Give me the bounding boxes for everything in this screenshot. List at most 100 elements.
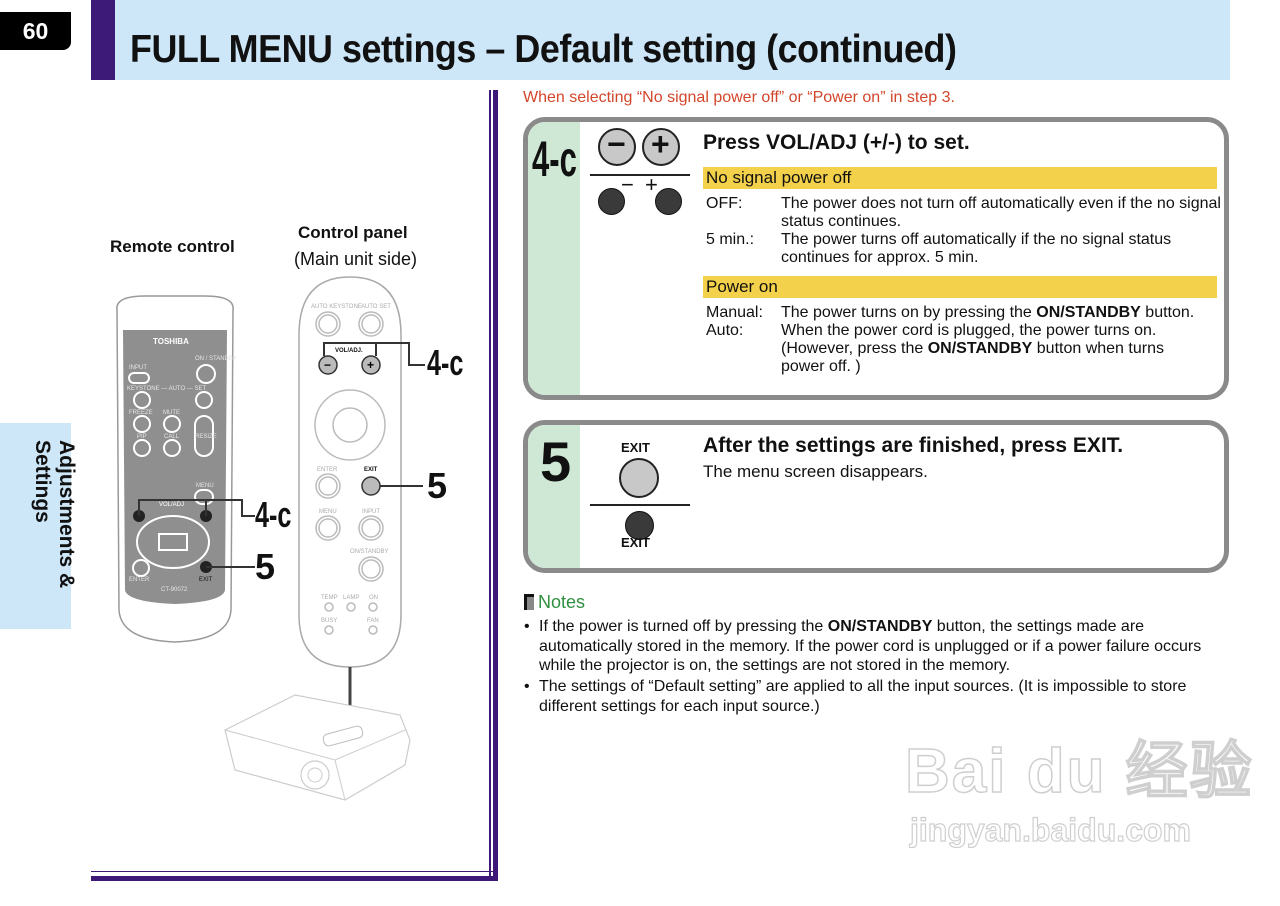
text: button, the settings made are automatica…	[539, 618, 1202, 674]
option-description: The power does not turn off automaticall…	[781, 195, 1221, 230]
plus-glyph: +	[651, 126, 670, 162]
title-bar	[91, 0, 1230, 80]
panel-lamp-label: LAMP	[343, 595, 359, 601]
option-row: OFF: The power does not turn off automat…	[706, 195, 1224, 235]
remote-mute-label: MUTE	[163, 410, 180, 416]
remote-brand: TOSHIBA	[153, 337, 189, 346]
panel-auto-set-label: AUTO SET	[361, 304, 391, 310]
exit-label-top: EXIT	[621, 440, 650, 455]
plus-button-icon: +	[642, 126, 680, 166]
projector-illustration	[224, 694, 411, 801]
text: button when turns power off. )	[781, 340, 1164, 375]
on-standby-bold: ON/STANDBY	[1036, 304, 1141, 321]
option-key: OFF:	[706, 195, 743, 212]
section-side-tab-label: Adjustments & Settings	[31, 440, 78, 589]
note-item: • If the power is turned off by pressing…	[524, 617, 1239, 677]
frame-line	[493, 90, 498, 881]
panel-temp-label: TEMP	[321, 595, 338, 601]
remote-minus-button-icon	[598, 188, 625, 215]
panel-exit-label: EXIT	[364, 467, 378, 473]
text: If the power is turned off by pressing t…	[539, 618, 828, 635]
callout-5-remote: 5	[255, 546, 276, 587]
panel-vol-adj-label: VOL/ADJ.	[335, 348, 363, 354]
panel-on-standby-label: ON/STANDBY	[350, 549, 389, 555]
page-title: FULL MENU settings – Default setting (co…	[130, 28, 957, 71]
notes-icon	[524, 594, 534, 610]
remote-plus-button-icon	[655, 188, 682, 215]
step-title: After the settings are finished, press E…	[703, 434, 1124, 457]
control-panel-label: Control panel	[298, 223, 408, 242]
remote-resize-label: RESIZE	[195, 434, 217, 440]
minus-glyph: −	[607, 126, 626, 162]
option-row: Manual: The power turns on by pressing t…	[706, 304, 1224, 324]
page-number: 60	[0, 12, 71, 50]
step-number-column	[528, 425, 580, 568]
section-heading-power-on: Power on	[703, 276, 1217, 298]
title-accent	[91, 0, 115, 80]
notes-heading-text: Notes	[538, 592, 586, 612]
option-row: Auto: When the power cord is plugged, th…	[706, 322, 1224, 382]
option-description: When the power cord is plugged, the powe…	[781, 322, 1186, 376]
control-panel-illustration: − + AUTO KEYSTONE AUTO SET VOL/ADJ. ENTE…	[298, 276, 425, 730]
remote-exit-button-icon	[625, 511, 654, 540]
plus-sign: +	[645, 172, 658, 197]
frame-line	[91, 871, 493, 872]
notes-heading: Notes	[524, 592, 585, 613]
option-description: The power turns on by pressing the ON/ST…	[781, 304, 1221, 322]
option-key: Manual:	[706, 304, 763, 321]
frame-line	[91, 876, 498, 881]
on-standby-bold: ON/STANDBY	[927, 340, 1033, 357]
frame-line	[489, 90, 491, 878]
panel-menu-label: MENU	[319, 509, 337, 515]
divider	[590, 504, 690, 506]
note-text: The settings of “Default setting” are ap…	[539, 677, 1239, 716]
baidu-watermark-logo: Bai du 经验	[904, 736, 1254, 807]
step-number: 5	[540, 430, 572, 493]
remote-on-standby-label: ON / STANDBY	[195, 356, 237, 362]
step-number: 4-c	[532, 131, 577, 187]
panel-input-label: INPUT	[362, 509, 380, 515]
panel-auto-keystone-label: AUTO KEYSTONE	[311, 304, 362, 310]
control-panel-sublabel: (Main unit side)	[294, 249, 418, 269]
option-row: 5 min.: The power turns off automaticall…	[706, 231, 1224, 271]
remote-vol-adj-label: VOL/ADJ	[159, 502, 184, 508]
remote-input-label: INPUT	[129, 365, 147, 371]
remote-enter-label: ENTER	[129, 577, 150, 583]
remote-freeze-label: FREEZE	[129, 410, 153, 416]
step-5-box: 5 EXIT EXIT After the settings are finis…	[523, 420, 1229, 573]
remote-keystone-label: KEYSTONE — AUTO — SET	[127, 386, 206, 392]
step-title: Press VOL/ADJ (+/-) to set.	[703, 131, 970, 154]
note-text: If the power is turned off by pressing t…	[539, 617, 1239, 676]
remote-pip-label: PIP	[137, 434, 147, 440]
exit-label-bottom: EXIT	[621, 535, 650, 550]
step-number-column	[528, 122, 580, 395]
remote-exit-label: EXIT	[199, 577, 213, 583]
remote-menu-label: MENU	[196, 483, 214, 489]
remote-call-label: CALL	[164, 434, 180, 440]
on-standby-bold: ON/STANDBY	[827, 618, 933, 635]
panel-exit-button-icon	[619, 458, 659, 498]
option-description: The power turns off automatically if the…	[781, 231, 1172, 266]
remote-control-illustration: TOSHIBA INPUT ON / STANDBY KEYSTONE — AU…	[116, 295, 255, 643]
panel-on-label: ON	[369, 595, 378, 601]
text: button.	[1140, 304, 1195, 321]
bullet: •	[524, 678, 530, 695]
baidu-watermark-url: jingyan.baidu.com	[909, 811, 1191, 848]
minus-button-icon: −	[598, 126, 636, 166]
option-key: Auto:	[706, 322, 744, 339]
section-heading-no-signal: No signal power off	[703, 167, 1217, 189]
svg-text:+: +	[367, 358, 374, 372]
option-key: 5 min.:	[706, 231, 755, 248]
bullet: •	[524, 618, 530, 635]
remote-control-label: Remote control	[110, 237, 235, 256]
callout-4c-panel: 4-c	[427, 342, 464, 383]
text: The power turns on by pressing the	[781, 304, 1037, 321]
panel-enter-label: ENTER	[317, 467, 338, 473]
panel-fan-label: FAN	[367, 618, 379, 624]
callout-4c-remote: 4-c	[255, 494, 292, 535]
svg-text:−: −	[324, 358, 331, 372]
section-side-tab[interactable]	[0, 423, 71, 629]
text: The settings of “Default setting” are ap…	[539, 678, 1187, 715]
text: When the power cord is plugged, the powe…	[781, 322, 1157, 357]
minus-sign: −	[621, 172, 634, 197]
